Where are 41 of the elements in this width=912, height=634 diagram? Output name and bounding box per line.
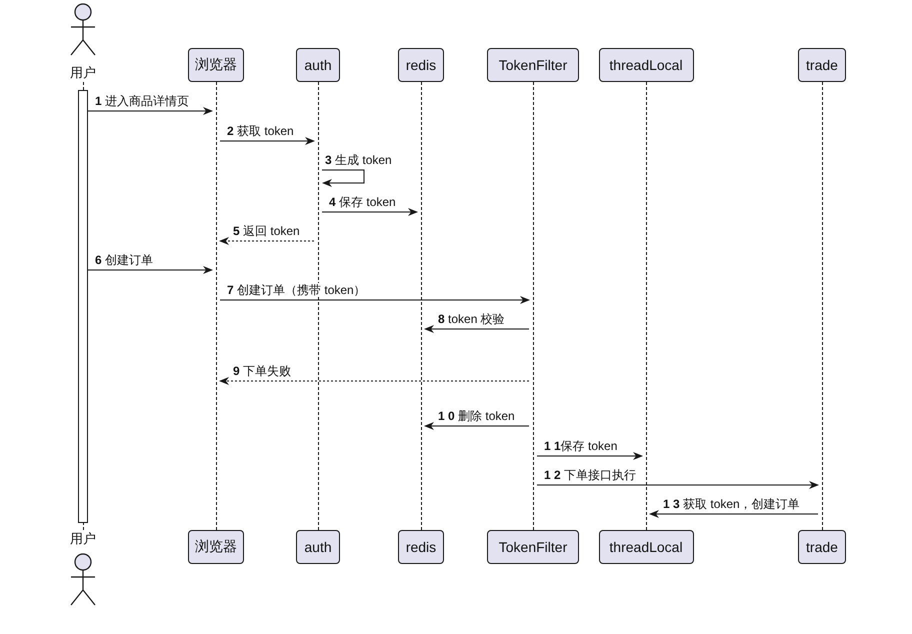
message-arrow xyxy=(536,452,643,460)
edge-label: 6 创建订单 xyxy=(94,253,154,267)
message-arrow xyxy=(424,422,530,430)
edge-label: 5 返回 token xyxy=(232,224,301,238)
participant-box: redis xyxy=(398,530,444,564)
participant-box: auth xyxy=(296,530,340,564)
message-arrow xyxy=(220,137,315,145)
edge-label: 2 获取 token xyxy=(226,124,295,138)
participant-box: TokenFilter xyxy=(487,530,579,564)
participant-box: threadLocal xyxy=(598,48,694,82)
participant-box: trade xyxy=(798,48,846,82)
message-arrow xyxy=(88,266,213,274)
edge-label: 1 2 下单接口执行 xyxy=(543,468,638,482)
lifeline xyxy=(77,82,89,530)
edge-label: 3 生成 token xyxy=(324,153,393,167)
participant-box: 浏览器 xyxy=(188,530,244,564)
edge-label: 9 下单失败 xyxy=(232,364,292,378)
participant-box: threadLocal xyxy=(598,530,694,564)
message-arrow xyxy=(219,237,314,245)
activation-bar xyxy=(78,90,88,523)
message-arrow xyxy=(536,481,819,489)
edge-label: 1 0 删除 token xyxy=(437,409,516,423)
actor-name: 用户 xyxy=(69,530,97,548)
participant-box: redis xyxy=(398,48,444,82)
participant-box: TokenFilter xyxy=(487,48,579,82)
edge-label: 1 1保存 token xyxy=(543,439,618,453)
participant-box: 浏览器 xyxy=(188,48,244,82)
edge-label: 8 token 校验 xyxy=(437,312,506,326)
message-arrow xyxy=(322,208,418,216)
edge-label: 1 进入商品详情页 xyxy=(94,94,190,108)
message-arrow xyxy=(322,170,364,187)
message-arrow xyxy=(649,510,818,518)
message-arrow xyxy=(220,296,530,304)
edge-label: 1 3 获取 token，创建订单 xyxy=(662,497,801,511)
participant-box: auth xyxy=(296,48,340,82)
message-arrow xyxy=(88,107,213,115)
message-arrow xyxy=(219,377,530,385)
edge-label: 4 保存 token xyxy=(328,195,397,209)
message-arrow xyxy=(424,325,530,333)
actor-name: 用户 xyxy=(69,64,97,82)
participant-box: trade xyxy=(798,530,846,564)
